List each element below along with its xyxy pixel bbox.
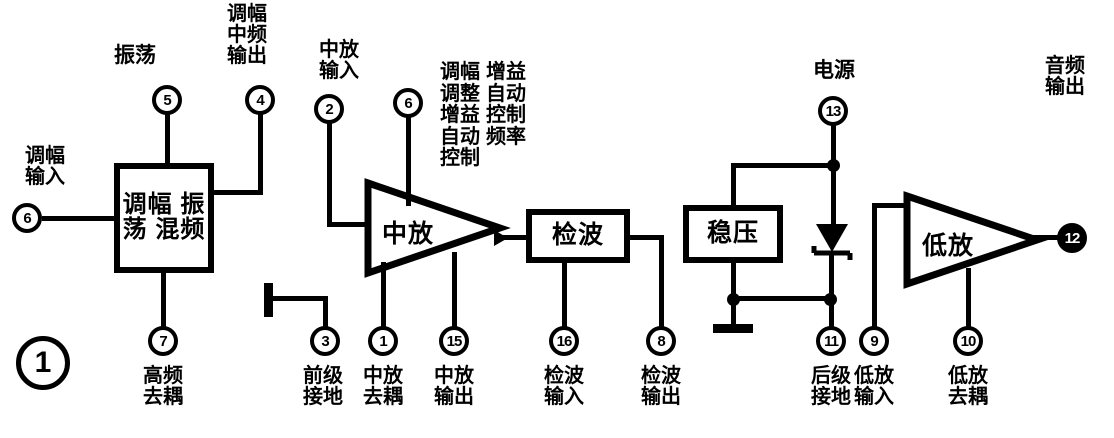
pin-11-number: 11 — [824, 332, 839, 350]
pin-7-number: 7 — [159, 332, 167, 350]
block-if-amp-label: 中放 — [382, 220, 435, 248]
pin-7-hf-decouple[interactable]: 7 — [148, 326, 178, 356]
wire-bus-to-regulator — [731, 163, 736, 208]
block-am-osc-mixer-label: 调幅 振荡 混频 — [122, 191, 206, 243]
wire-if-amp-to-pin15 — [452, 252, 457, 328]
label-det-input: 检波 输入 — [544, 365, 584, 408]
label-if-decouple: 中放 去耦 — [363, 365, 403, 408]
pin-9-audio-input[interactable]: 9 — [859, 326, 889, 356]
wire-pin6-agc-vertical — [406, 116, 411, 206]
label-power: 电源 — [813, 59, 855, 82]
junction-power-top — [827, 159, 840, 172]
pin-13-power[interactable]: 13 — [818, 96, 848, 126]
label-hf-decouple: 高频 去耦 — [143, 365, 183, 408]
pin-4-number: 4 — [256, 91, 264, 109]
pin-12-audio-output[interactable]: 12 — [1057, 223, 1087, 253]
label-if-amp-input: 中放 输入 — [319, 39, 359, 82]
pin-12-number: 12 — [1064, 229, 1081, 247]
figure-number: 1 — [16, 336, 70, 390]
block-regulator: 稳压 — [683, 205, 783, 263]
pin-8-number: 8 — [657, 332, 665, 350]
label-audio-decouple: 低放 去耦 — [948, 365, 988, 408]
label-pre-ground: 前级 接地 — [303, 365, 343, 408]
wire-audio-amp-to-pin10 — [966, 268, 971, 328]
wire-pin5-to-mixer — [165, 113, 170, 165]
pin-13-number: 13 — [825, 102, 842, 120]
wire-ground-to-pin3 — [270, 296, 328, 301]
pin-6-am-input[interactable]: 6 — [12, 203, 42, 233]
wire-mixer-to-pin7 — [161, 271, 166, 327]
pin-15-number: 15 — [446, 332, 463, 350]
label-am-input: 调幅 输入 — [25, 145, 65, 188]
pin-1-number: 1 — [379, 332, 387, 350]
wire-pin8-vertical — [659, 235, 664, 328]
wire-zener-bottom — [829, 252, 834, 300]
wire-pin3-vertical — [323, 296, 328, 328]
wire-pin13-vertical — [831, 124, 836, 234]
wire-pin6-to-mixer — [42, 216, 117, 221]
pin-9-number: 9 — [870, 332, 878, 350]
wire-audio-amp-output — [1030, 235, 1060, 240]
label-det-output: 检波 输出 — [641, 365, 681, 408]
junction-ground-left — [727, 293, 740, 306]
pin-16-number: 16 — [556, 332, 573, 350]
ground-symbol-post-stage — [713, 324, 753, 333]
wire-pin9-to-audio-amp — [872, 203, 920, 208]
wire-to-pin11 — [829, 296, 834, 328]
block-if-amp: 中放 — [364, 178, 511, 278]
label-audio-output: 音频 输出 — [1045, 55, 1085, 98]
pin-3-pre-ground[interactable]: 3 — [310, 326, 340, 356]
pin-1-if-decouple[interactable]: 1 — [368, 326, 398, 356]
wire-pin4-vertical — [258, 113, 263, 195]
ground-symbol-pre-stage — [264, 283, 273, 317]
label-post-ground: 后级 接地 — [811, 365, 851, 408]
agc-control-labels: 调幅 调整 增益 自动 控制 增益 自动 控制 频率 — [440, 61, 526, 170]
block-audio-amp-label: 低放 — [922, 232, 975, 260]
arrow-if-amp-output — [494, 230, 508, 246]
pin-3-number: 3 — [321, 332, 329, 350]
figure-number-text: 1 — [34, 346, 52, 379]
wire-ground-bus — [731, 296, 833, 301]
pin-11-post-ground[interactable]: 11 — [816, 326, 846, 356]
pin-5-number: 5 — [163, 91, 171, 109]
label-am-if-output: 调幅 中频 输出 — [227, 3, 267, 67]
label-if-output: 中放 输出 — [434, 365, 474, 408]
pin-5-oscillation[interactable]: 5 — [152, 85, 182, 115]
wire-pin9-vertical — [872, 203, 877, 328]
wire-pin2-to-if-amp — [327, 222, 372, 227]
pin-2-if-amp-input[interactable]: 2 — [314, 94, 344, 124]
pin-10-audio-decouple[interactable]: 10 — [953, 326, 983, 356]
wire-mixer-to-pin4 — [210, 190, 261, 195]
pin-2-number: 2 — [325, 100, 333, 118]
pin-6-agc[interactable]: 6 — [393, 88, 423, 118]
label-oscillation: 振荡 — [114, 44, 156, 67]
wire-if-amp-to-pin1 — [381, 262, 386, 328]
agc-control-column-right: 增益 自动 控制 频率 — [486, 61, 526, 148]
pin-15-if-output[interactable]: 15 — [439, 326, 469, 356]
pin-6-number: 6 — [23, 209, 31, 227]
wire-if-amp-to-detector — [498, 235, 528, 240]
pin-16-det-input[interactable]: 16 — [549, 326, 579, 356]
block-audio-amp: 低放 — [903, 191, 1048, 289]
wire-pin2-vertical — [327, 122, 332, 225]
pin-4-am-if-output[interactable]: 4 — [245, 85, 275, 115]
agc-control-column-left: 调幅 调整 增益 自动 控制 — [440, 61, 480, 170]
pin-10-number: 10 — [960, 332, 977, 350]
label-audio-input: 低放 输入 — [854, 365, 894, 408]
wire-power-bus — [731, 163, 833, 168]
wire-detector-output — [628, 235, 664, 240]
pin-8-det-output[interactable]: 8 — [646, 326, 676, 356]
block-detector: 检波 — [526, 209, 630, 263]
block-am-osc-mixer: 调幅 振荡 混频 — [114, 163, 214, 273]
block-regulator-label: 稳压 — [706, 219, 759, 248]
block-detector-label: 检波 — [551, 221, 604, 250]
wire-detector-to-pin16 — [562, 261, 567, 328]
pin-6b-number: 6 — [404, 94, 412, 112]
